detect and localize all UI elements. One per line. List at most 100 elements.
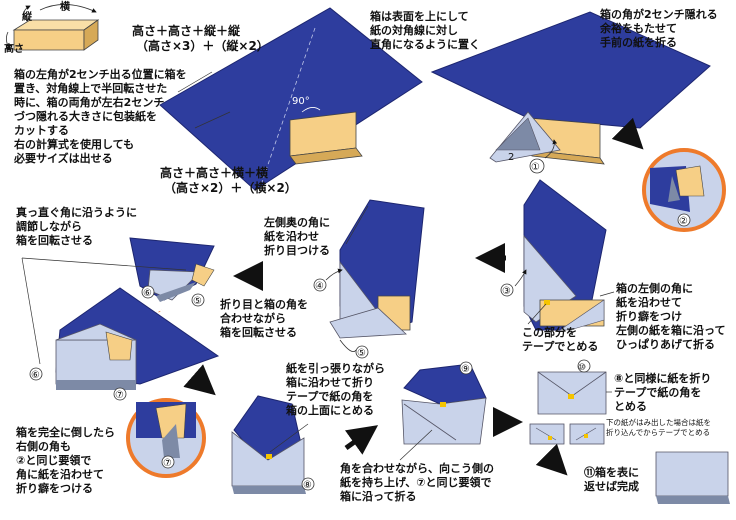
step9-line-3: 箱に沿って折る: [340, 490, 417, 503]
step3-line-5: ひっぱりあげて折る: [616, 338, 715, 351]
step11-final-box: [655, 451, 730, 504]
step-number-7a: ⑦: [115, 390, 124, 401]
step8-line-4: 箱の上面にとめる: [286, 404, 374, 417]
intro-line-4: づつ隠れる大きさに包装紙を: [14, 110, 157, 123]
instruction-intro: 箱の左角が2センチ出る位置に箱を 置き、対角線上で半回転させた 時に、箱の両角が…: [14, 68, 187, 166]
instruction-step4: 左側奥の角に 紙を沿わせ 折り目つける: [264, 216, 330, 258]
instruction-tape: この部分を テープでとめる: [522, 326, 598, 354]
formula-bottom-line1: 高さ＋高さ＋横＋横: [160, 166, 269, 180]
step3-line-3: 折り癖をつけ: [616, 310, 682, 323]
step-number-5a: ⑤: [357, 348, 366, 359]
leader-step4: [345, 205, 369, 245]
step-number-5b: ⑤: [193, 296, 202, 307]
arrow-step8-to-9: [344, 425, 379, 455]
step9-line-1: 角を合わせながら、向こう側の: [340, 462, 494, 475]
step11-line-1: ⑪箱を表に: [584, 466, 639, 479]
step10-line-3: とめる: [614, 400, 647, 413]
step7-line-1: 箱を完全に倒したら: [16, 426, 115, 439]
label-takasa: 高さ: [4, 42, 24, 55]
step9-illustration: ⑨: [401, 361, 487, 445]
tape-line-1: この部分を: [522, 326, 577, 339]
intro-line-7: 必要サイズは出せる: [14, 152, 113, 165]
instruction-step8: 紙を引っ張りながら 箱に沿わせて折り テープで紙の角を 箱の上面にとめる: [286, 362, 385, 418]
instruction-step1: 箱の角が2センチ隠れる 余裕をもたせて 手前の紙を折る: [600, 8, 718, 50]
angle-label: 90°: [292, 96, 310, 107]
step0-line-3: 直角になるように置く: [370, 38, 480, 51]
step-number-10: ⑩: [578, 363, 586, 373]
step8-line-3: テープで紙の角を: [286, 390, 374, 403]
step-number-8: ⑧: [303, 480, 312, 491]
intro-line-1: 箱の左角が2センチ出る位置に箱を: [14, 68, 187, 81]
step0-paper-illustration: 90°: [159, 7, 423, 191]
step3-line-2: 紙を沿わせて: [616, 296, 682, 309]
note-line-2: 折り込んでからテープでとめる: [606, 428, 711, 437]
step4-line-1: 左側奥の角に: [264, 216, 330, 229]
step-number-6a: ⑥: [143, 288, 152, 299]
rotate1-line-2: 合わせながら: [220, 312, 286, 325]
step7-line-5: 折り癖をつける: [16, 482, 93, 495]
step6-illustration: ⑥ ⑦: [21, 257, 220, 401]
step3-line-4: 左側の紙を箱に沿って: [616, 324, 726, 337]
rotate2-line-1: 真っ直ぐ角に沿うように: [16, 206, 137, 219]
step11-line-2: 返せば完成: [584, 480, 639, 493]
leader-step8: [269, 423, 309, 453]
step8-line-2: 箱に沿わせて折り: [286, 376, 374, 389]
step1-line-2: 余裕をもたせて: [600, 22, 677, 35]
rotate2-line-2: 調節しながら: [16, 220, 82, 233]
intro-line-2: 置き、対角線上で半回転させた: [14, 82, 168, 95]
intro-line-3: 時に、箱の両角が左右2センチ: [14, 96, 165, 109]
step-number-3: ③: [502, 286, 511, 297]
step10-line-2: テープで紙の角を: [614, 386, 702, 399]
tape-line-2: テープでとめる: [522, 340, 599, 353]
step7-zoom-circle: ⑦: [126, 398, 206, 478]
step4-illustration: ④ ⑤: [313, 199, 425, 359]
arrow-step10-to-11: [535, 443, 568, 476]
step0-line-2: 紙の対角線に対し: [370, 24, 458, 37]
leader-step9: [399, 429, 433, 461]
step-number-4: ④: [315, 281, 324, 292]
step-number-2: ②: [679, 216, 688, 227]
instruction-step7: 箱を完全に倒したら 右側の角も ②と同じ要領で 角に紙を沿わせて 折り癖をつける: [16, 426, 115, 496]
instruction-rotate1: 折り目と箱の角を 合わせながら 箱を回転させる: [220, 298, 308, 340]
step-number-9: ⑨: [461, 364, 470, 375]
two-cm-label: 2: [508, 152, 514, 163]
box-dimension-icon: 縦 横 高さ: [4, 0, 100, 55]
step7-line-4: 角に紙を沿わせて: [16, 468, 104, 481]
step3-illustration: ③: [500, 179, 607, 331]
step5-small-illustration: ⑤ ⑥: [129, 237, 215, 314]
intro-line-5: カットする: [14, 124, 69, 137]
instruction-step3: 箱の左側の角に 紙を沿わせて 折り癖をつけ 左側の紙を箱に沿って ひっぱりあげて…: [616, 282, 725, 352]
step4-line-2: 紙を沿わせ: [264, 230, 319, 243]
step3-line-1: 箱の左側の角に: [616, 282, 693, 295]
rotate2-line-3: 箱を回転させる: [16, 234, 93, 247]
instruction-step9: 角を合わせながら、向こう側の 紙を持ち上げ、⑦と同じ要領で 箱に沿って折る: [340, 462, 494, 504]
step-number-7b: ⑦: [163, 458, 172, 469]
formula-bottom-line2: （高さ×2）＋（横×2）: [164, 181, 297, 195]
step-number-6b: ⑥: [31, 370, 40, 381]
formula-top-line1: 高さ＋高さ＋縦＋縦: [132, 24, 241, 38]
label-yoko: 横: [60, 0, 71, 13]
instruction-rotate2: 真っ直ぐ角に沿うように 調節しながら 箱を回転させる: [16, 206, 137, 248]
step7-line-3: ②と同じ要領で: [16, 454, 92, 467]
step4-line-3: 折り目つける: [264, 244, 330, 257]
step0-line-1: 箱は表面を上にして: [370, 10, 469, 23]
instruction-step10: ⑧と同様に紙を折り テープで紙の角を とめる: [614, 372, 711, 414]
leader-step3: [599, 291, 615, 297]
step2-zoom-circle: ②: [642, 148, 726, 232]
instruction-step11: ⑪箱を表に 返せば完成: [584, 466, 639, 494]
intro-line-6: 右の計算式を使用しても: [14, 138, 135, 151]
label-tate: 縦: [22, 10, 33, 23]
step1-line-1: 箱の角が2センチ隠れる: [600, 8, 718, 21]
step9-line-2: 紙を持ち上げ、⑦と同じ要領で: [340, 476, 492, 489]
step8-illustration: ⑧: [231, 395, 315, 494]
instruction-note: 下の紙がはみ出した場合は紙を 折り込んでからテープでとめる: [606, 418, 711, 438]
rotate1-line-3: 箱を回転させる: [220, 326, 297, 339]
arrow-step6-to-8: [183, 364, 216, 396]
instruction-step0: 箱は表面を上にして 紙の対角線に対し 直角になるように置く: [370, 10, 480, 52]
step10-illustration: ⑩: [529, 359, 607, 445]
step7-line-2: 右側の角も: [16, 440, 71, 453]
arrow-step1-to-2: [611, 117, 644, 150]
formula-bottom: 高さ＋高さ＋横＋横 （高さ×2）＋（横×2）: [160, 166, 297, 196]
formula-top-line2: （高さ×3）＋（縦×2）: [136, 39, 269, 53]
